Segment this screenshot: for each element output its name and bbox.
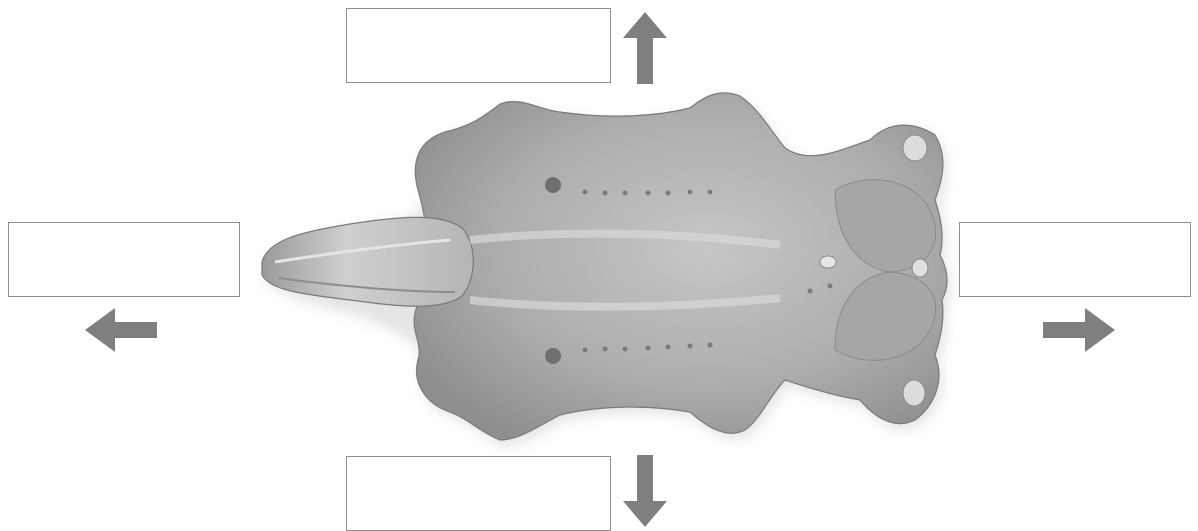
skull-ventral-view-illustration — [0, 0, 1198, 531]
